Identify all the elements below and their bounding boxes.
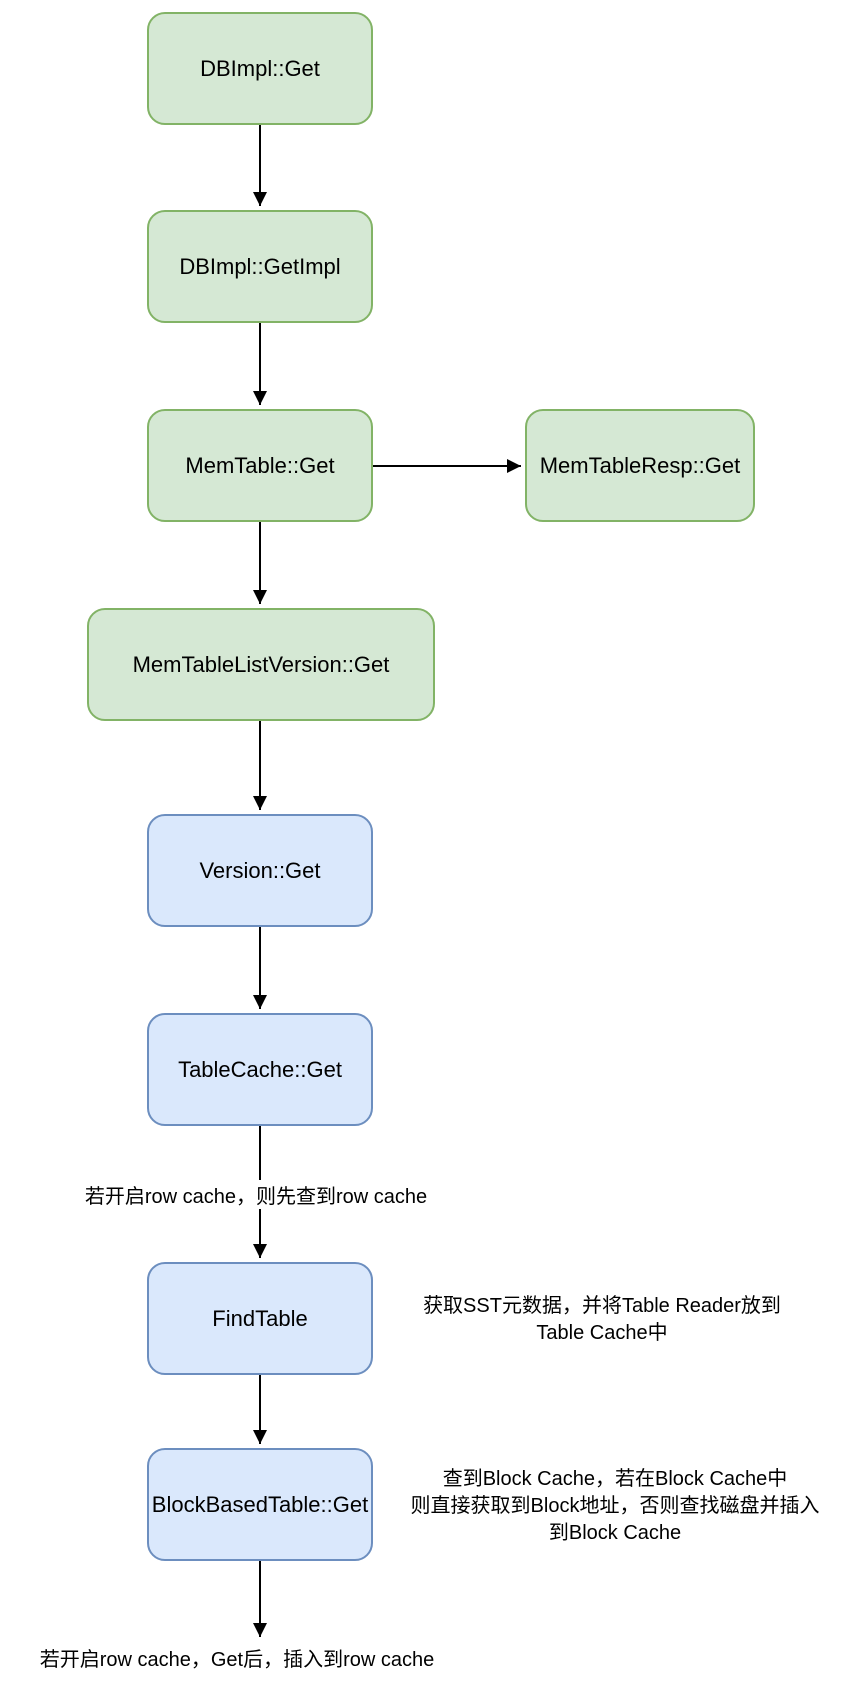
node-tablecache-get: TableCache::Get bbox=[147, 1013, 373, 1126]
node-label: MemTableListVersion::Get bbox=[132, 651, 390, 677]
node-findtable: FindTable bbox=[147, 1262, 373, 1375]
edge-label-row-cache-insert: 若开启row cache，Get后，插入到row cache bbox=[36, 1643, 438, 1672]
annotation-line: 查到Block Cache，若在Block Cache中 bbox=[442, 1468, 788, 1490]
node-label: FindTable bbox=[212, 1305, 308, 1331]
node-dbimpl-getimpl: DBImpl::GetImpl bbox=[147, 210, 373, 323]
node-memtableresp-get: MemTableResp::Get bbox=[525, 409, 755, 522]
node-label: TableCache::Get bbox=[178, 1056, 342, 1082]
node-label: Version::Get bbox=[199, 857, 321, 883]
node-memtable-get: MemTable::Get bbox=[147, 409, 373, 522]
node-version-get: Version::Get bbox=[147, 814, 373, 927]
annotation-findtable: 获取SST元数据，并将Table Reader放到 Table Cache中 bbox=[423, 1293, 781, 1347]
annotation-line: 获取SST元数据，并将Table Reader放到 bbox=[423, 1295, 781, 1317]
annotation-line: 到Block Cache bbox=[548, 1522, 682, 1544]
node-memtablelistversion-get: MemTableListVersion::Get bbox=[87, 608, 435, 721]
node-label: MemTable::Get bbox=[185, 452, 335, 478]
node-dbimpl-get: DBImpl::Get bbox=[147, 12, 373, 125]
edge-label-row-cache-check: 若开启row cache，则先查到row cache bbox=[81, 1180, 431, 1209]
node-label: BlockBasedTable::Get bbox=[151, 1491, 369, 1517]
node-label: MemTableResp::Get bbox=[539, 452, 741, 478]
node-label: DBImpl::Get bbox=[200, 55, 320, 81]
node-label: DBImpl::GetImpl bbox=[179, 253, 341, 279]
annotation-blockbasedtable: 查到Block Cache，若在Block Cache中 则直接获取到Block… bbox=[411, 1466, 820, 1547]
annotation-line: Table Cache中 bbox=[536, 1322, 668, 1344]
annotation-line: 则直接获取到Block地址，否则查找磁盘并插入 bbox=[410, 1495, 820, 1517]
node-blockbasedtable-get: BlockBasedTable::Get bbox=[147, 1448, 373, 1561]
